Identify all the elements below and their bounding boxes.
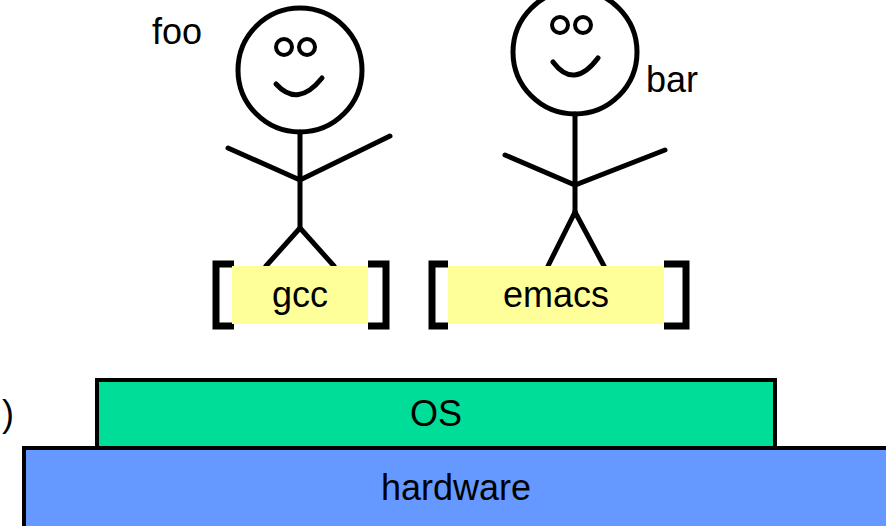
bracket: [216, 264, 686, 326]
node-label: emacs: [503, 277, 609, 313]
program-box: gcc: [232, 266, 368, 324]
program-box: emacs: [448, 266, 664, 324]
user-name: bar: [646, 62, 698, 98]
hardware-layer: hardware: [22, 446, 886, 526]
user-name: foo: [152, 14, 202, 50]
stick-figure: [228, 8, 390, 266]
node-label: gcc: [272, 277, 328, 313]
os-layer: OS: [95, 378, 777, 450]
stick-figure: [505, 0, 665, 266]
text-fragment: ): [2, 396, 14, 432]
node-label: hardware: [381, 470, 531, 506]
node-label: OS: [410, 396, 462, 432]
